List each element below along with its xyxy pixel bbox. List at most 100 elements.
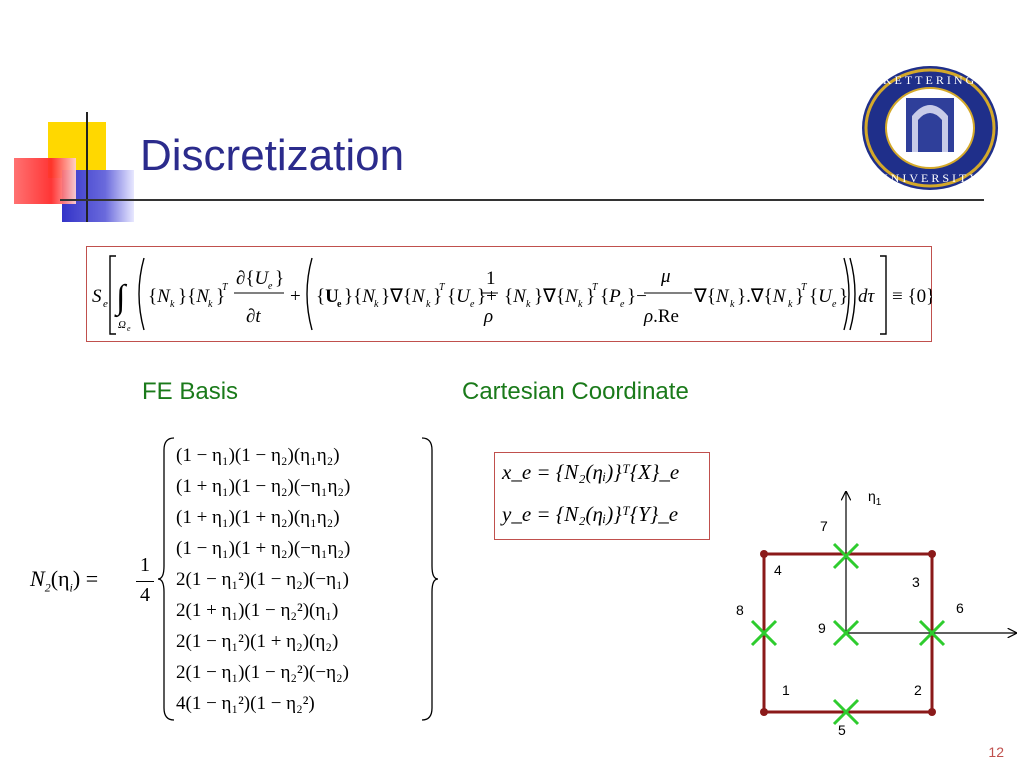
svg-text:ρ.Re: ρ.Re [643,306,679,327]
svg-text:dτ: dτ [858,286,876,307]
svg-text:}: } [433,286,442,307]
title-vertical-rule [86,112,88,222]
fe-row: (1 − η₁)(1 − η₂)(η₁η₂) [176,445,340,466]
svg-text:S: S [92,286,102,307]
corner-node [760,550,768,558]
svg-text:k: k [208,299,213,310]
element-diagram-graphic [750,480,1024,726]
svg-text:KETTERING: KETTERING [883,73,977,87]
svg-text:k: k [426,299,431,310]
corner-node [760,708,768,716]
svg-text:μ: μ [660,266,671,287]
svg-text:e: e [832,299,837,310]
cartesian-coordinate-label: Cartesian Coordinate [462,378,689,405]
svg-text:+: + [290,286,301,307]
fe-row: 4(1 − η₁²)(1 − η₂²) [176,693,315,714]
fe-row: 2(1 − η₁²)(1 + η₂)(η₂) [176,631,339,652]
svg-text:k: k [730,299,735,310]
cross-node-9 [832,619,860,647]
fe-lhs-arg-sub: i [69,580,73,595]
svg-text:}{N: }{N [344,286,376,307]
svg-text:{N: {N [504,286,527,307]
corner-node [928,550,936,558]
node-label-8: 8 [736,602,744,618]
deco-red-square [14,158,76,204]
svg-text:e: e [268,281,273,292]
fe-left-brace [157,437,175,721]
fe-coef-num: 1 [140,554,150,576]
node-label-3: 3 [912,574,920,590]
svg-text:k: k [788,299,793,310]
main-equation-box [86,246,932,342]
svg-text:∂t: ∂t [246,306,261,327]
fe-row: 2(1 − η₁²)(1 − η₂)(−η₁) [176,569,349,590]
node-label-1: 1 [782,682,790,698]
fe-lhs-arg: (η [50,566,70,591]
svg-text:e: e [470,299,475,310]
svg-text:ρ: ρ [483,306,493,327]
fe-lhs-sub: 2 [44,580,51,595]
svg-text:e: e [103,298,108,310]
svg-text:{U: {U [809,286,833,307]
corner-node [928,708,936,716]
svg-text:e: e [127,324,131,333]
svg-text:}−: }− [627,286,647,307]
cross-node-5 [832,698,860,726]
svg-text:{U: {U [316,286,339,307]
kettering-university-logo: KETTERING UNIVERSITY [862,66,998,190]
svg-text:T: T [439,282,446,293]
cross-node-7 [832,542,860,570]
eta1-label: η1 [868,488,881,508]
node-label-5: 5 [838,722,846,738]
cross-node-6 [918,619,946,647]
svg-text:T: T [222,282,229,293]
fe-right-brace [421,437,439,721]
svg-text:e: e [620,299,625,310]
svg-text:Ω: Ω [118,319,126,331]
svg-text:{P: {P [600,286,621,307]
fe-basis-equation: N2(ηi) = 1 4 (1 − η₁)(1 − η₂)(η₁η₂) (1 +… [30,436,440,722]
cartesian-y-equation: y_e = {N₂(ηᵢ)}ᵀ{Y}_e [502,502,679,526]
fe-lhs-close: ) = [72,566,99,591]
svg-text:{N: {N [148,286,171,307]
svg-text:1: 1 [486,268,496,289]
main-equation: S e ∫ Ω e {N k }{N k } T ∂{U e } ∂t + {U… [92,255,932,335]
fe-row: (1 + η₁)(1 − η₂)(−η₁η₂) [176,476,351,497]
svg-text:}∇{N: }∇{N [381,286,426,307]
node-label-6: 6 [956,600,964,616]
slide-title: Discretization [140,131,405,180]
svg-text:}: } [275,268,284,289]
svg-text:≡ {0}: ≡ {0} [892,286,932,307]
fe-row: (1 + η₁)(1 + η₂)(η₁η₂) [176,507,340,528]
title-rule [60,199,984,201]
fe-basis-label: FE Basis [142,378,239,405]
node-label-9: 9 [818,620,826,636]
svg-text:}: } [216,286,225,307]
svg-text:}: } [795,286,804,307]
svg-text:{U: {U [447,286,471,307]
svg-text:}+: }+ [477,286,497,307]
svg-text:T: T [801,282,808,293]
fe-row: 2(1 − η₁)(1 − η₂²)(−η₂) [176,662,349,683]
svg-text:k: k [526,299,531,310]
svg-text:∇{N: ∇{N [693,286,730,307]
fe-row: (1 − η₁)(1 + η₂)(−η₁η₂) [176,538,351,559]
svg-text:∫: ∫ [114,279,128,318]
svg-text:T: T [592,282,599,293]
svg-text:}: } [839,286,848,307]
fe-coef-den: 4 [140,584,150,606]
node-label-2: 2 [914,682,922,698]
node-label-7: 7 [820,518,828,534]
eta-sub: 1 [875,496,882,508]
svg-text:e: e [337,299,342,310]
fe-rows: (1 − η₁)(1 − η₂)(η₁η₂) (1 + η₁)(1 − η₂)(… [176,440,350,719]
svg-text:}{N: }{N [178,286,210,307]
mid-nodes [750,542,946,726]
svg-text:∂{U: ∂{U [236,268,270,289]
fe-coef-bar [136,581,154,582]
svg-text:k: k [374,299,379,310]
node-label-4: 4 [774,562,782,578]
svg-text:k: k [578,299,583,310]
fe-row: 2(1 + η₁)(1 − η₂²)(η₁) [176,600,339,621]
cross-node-8 [750,619,778,647]
